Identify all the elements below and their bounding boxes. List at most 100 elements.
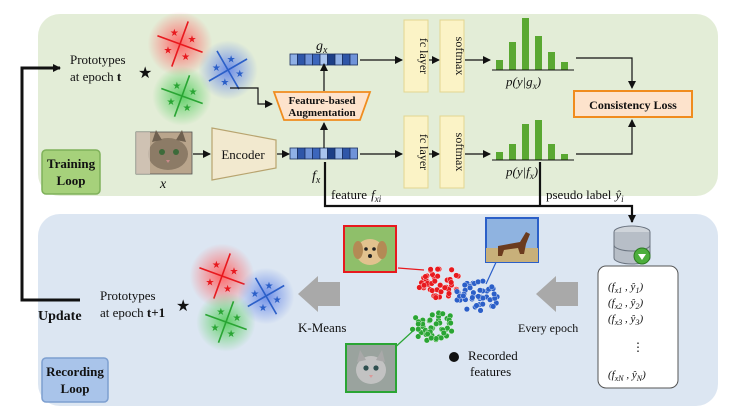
prototype-star-icon: ★ [206,278,215,289]
py-gx-label: p(y|gx) [505,74,541,91]
dist-bar [535,36,542,70]
prototype-star-icon: ★ [183,103,192,114]
feature-point [433,320,440,327]
prototype-star-icon: ★ [250,289,259,300]
encoder-block [211,127,277,181]
prototype-star-icon: ★ [232,313,241,324]
prototype-clusters-top: ★★★★★★★★★★★★ [147,11,258,126]
feature-point [434,273,441,280]
feature-point [415,333,422,340]
cluster-divider [216,50,229,71]
feature-point [440,330,447,337]
kmeans-label: K-Means [298,320,346,335]
prototype-star-icon: ★ [265,281,274,292]
prototype-star-icon: ★ [235,69,244,80]
cluster-divider [221,275,245,285]
feature-point [479,301,486,308]
softmax-label-bottom: softmax [453,133,467,172]
fx-vector [289,147,358,160]
softmax-bottom [439,115,465,189]
feature-point [429,287,436,294]
feature-point [426,317,433,324]
prototype-star-icon: ★ [220,78,229,89]
vector-cell [349,147,358,160]
every-epoch-arrow [536,276,578,312]
feature-point [441,284,448,291]
feature-point [437,282,444,289]
cluster-divider [227,58,248,71]
cluster-divider [208,69,229,82]
dist-bar [496,60,503,70]
softmax-label-top: softmax [453,37,467,76]
encoder-label: Encoder [221,147,265,162]
feature-point [447,320,454,327]
feature-point [460,292,467,299]
prototype-star-icon: ★ [212,260,221,271]
dist-bar [496,152,503,160]
feature-point [491,290,498,297]
cluster-divider [265,284,285,297]
dist-bar [561,62,568,70]
fc-label-bottom: fc layer [417,134,431,170]
prototype-clusters-bottom: ★★★★★★★★★★★★ [189,243,295,352]
cluster-divider [179,21,189,45]
prototype-star-icon: ★ [181,52,190,63]
feature-point [448,279,455,286]
recording-loop-label-2: Loop [61,381,90,396]
star-icon: ★ [176,298,190,315]
vector-cell [342,147,351,160]
consistency-loss-box [573,90,693,118]
feature-point [475,278,482,285]
feature-point [467,284,474,291]
prototypes-t-line1: Prototypes [70,52,126,67]
vector-cell [304,147,313,160]
vector-cell [289,53,298,66]
vector-cell [342,53,351,66]
cluster-divider [157,35,181,45]
feature-point [421,282,428,289]
dist-bar [535,120,542,160]
prototype-star-icon: ★ [172,81,181,92]
feature-point [448,328,455,335]
feature-point [453,288,460,295]
kitten-image [345,343,397,393]
prototype-star-icon: ★ [211,323,220,334]
feature-point [469,294,476,301]
consistency-loss-label: Consistency Loss [589,98,677,112]
vector-cell [319,147,328,160]
prototype-star-icon: ★ [223,284,232,295]
feature-point [427,266,434,273]
feature-point [473,302,480,309]
prototype-cluster: ★★★★ [152,66,212,126]
prototype-star-icon: ★ [187,34,196,45]
prototype-star-icon: ★ [212,63,221,74]
prototype-star-icon: ★ [188,87,197,98]
cluster-divider [179,43,203,53]
feature-point [470,289,477,296]
gx-label: gx [316,39,328,56]
feature-point [448,266,455,273]
vector-cell [289,147,298,160]
feature-point [488,283,495,290]
memory-entry: (fx2 , ŷ2) [608,297,643,311]
training-loop-label-2: Loop [57,173,86,188]
dist-bar [522,18,529,70]
feature-point [432,294,439,301]
memory-ellipsis: ⋮ [632,340,644,354]
vector-cell [297,53,306,66]
feature-point [416,284,423,291]
every-epoch-label: Every epoch [518,321,578,335]
prototype-star-icon: ★ [167,97,176,108]
feature-point [463,306,470,313]
augmentation-label-2: Augmentation [288,107,355,119]
cluster-divider [161,87,183,97]
feature-point [412,314,419,321]
vector-cell [297,147,306,160]
feature-point [434,266,441,273]
cluster-divider [217,321,227,343]
prototypes-t-line2: at epoch t [70,69,122,84]
prototype-star-icon: ★ [227,54,236,65]
feature-point [439,310,446,317]
cluster-divider [205,313,227,323]
